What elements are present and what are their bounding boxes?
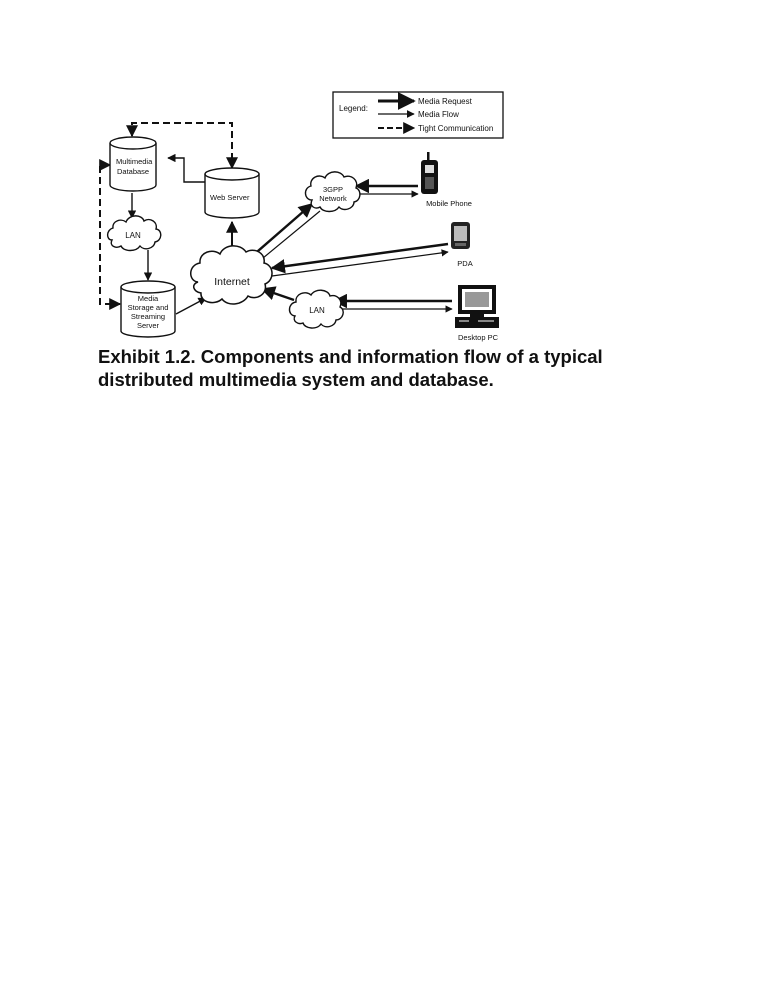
multimedia-database-label-1: Multimedia	[116, 157, 153, 166]
multimedia-database-node: Multimedia Database	[109, 136, 157, 192]
lan-top-node: LAN	[106, 215, 162, 252]
web-server-label: Web Server	[210, 193, 250, 202]
legend-media-request: Media Request	[418, 97, 473, 106]
internet-3gpp-flow	[256, 210, 321, 264]
internet-label: Internet	[214, 276, 250, 288]
storage-label-3: Streaming	[131, 312, 165, 321]
web-to-database-link	[167, 153, 205, 183]
caption-line-2: distributed multimedia system and databa…	[98, 369, 494, 390]
mobile-phone-icon	[421, 152, 438, 194]
lan-bottom-cloud-icon	[288, 289, 344, 329]
mobile-phone-node: Mobile Phone	[421, 152, 472, 208]
storage-label-1: Media	[138, 294, 159, 303]
pda-node: PDA	[451, 222, 473, 268]
desktop-pc-node: Desktop PC	[455, 285, 499, 342]
pda-label: PDA	[457, 259, 472, 268]
multimedia-database-label-2: Database	[117, 167, 149, 176]
web-server-node: Web Server	[204, 167, 260, 219]
desktop-pc-label: Desktop PC	[458, 333, 499, 342]
pda-to-internet-request	[270, 242, 449, 274]
tight-link-left	[99, 159, 122, 310]
3gpp-label-2: Network	[319, 194, 347, 203]
legend-media-flow: Media Flow	[418, 110, 459, 119]
3gpp-network-node: 3GPP Network	[304, 171, 361, 213]
internet-cloud-icon	[190, 245, 273, 305]
media-storage-node: Media Storage and Streaming Server	[120, 280, 176, 338]
desktop-pc-icon	[455, 285, 499, 328]
lan-top-label: LAN	[125, 231, 141, 240]
legend-title: Legend:	[339, 104, 368, 113]
internet-to-pda-flow	[271, 249, 449, 277]
tight-link-top	[126, 122, 238, 170]
web-server-cylinder-icon	[204, 174, 260, 219]
internet-node: Internet	[190, 245, 273, 305]
system-diagram: Legend: Media Request Media Flow Tight C…	[99, 91, 504, 342]
lan-to-internet-request	[260, 286, 295, 302]
storage-cylinder-icon	[120, 287, 176, 338]
figure-caption: Exhibit 1.2. Components and information …	[98, 345, 658, 391]
storage-to-internet-link	[175, 297, 207, 315]
storage-label-4: Server	[137, 321, 160, 330]
3gpp-label-1: 3GPP	[323, 185, 343, 194]
3gpp-cloud-icon	[304, 171, 361, 213]
storage-label-2: Storage and	[128, 303, 169, 312]
mobile-phone-label: Mobile Phone	[426, 199, 472, 208]
caption-line-1: Exhibit 1.2. Components and information …	[98, 346, 603, 367]
legend: Legend: Media Request Media Flow Tight C…	[332, 91, 504, 139]
lan-top-cloud-icon	[106, 215, 162, 252]
pda-icon	[451, 222, 470, 249]
legend-box	[332, 91, 504, 139]
internet-3gpp-request	[249, 203, 314, 259]
connectors	[99, 122, 453, 315]
legend-tight-communication: Tight Communication	[418, 124, 493, 133]
lan-bottom-node: LAN	[288, 289, 344, 329]
database-cylinder-icon	[109, 143, 157, 192]
lan-bottom-label: LAN	[309, 306, 325, 315]
